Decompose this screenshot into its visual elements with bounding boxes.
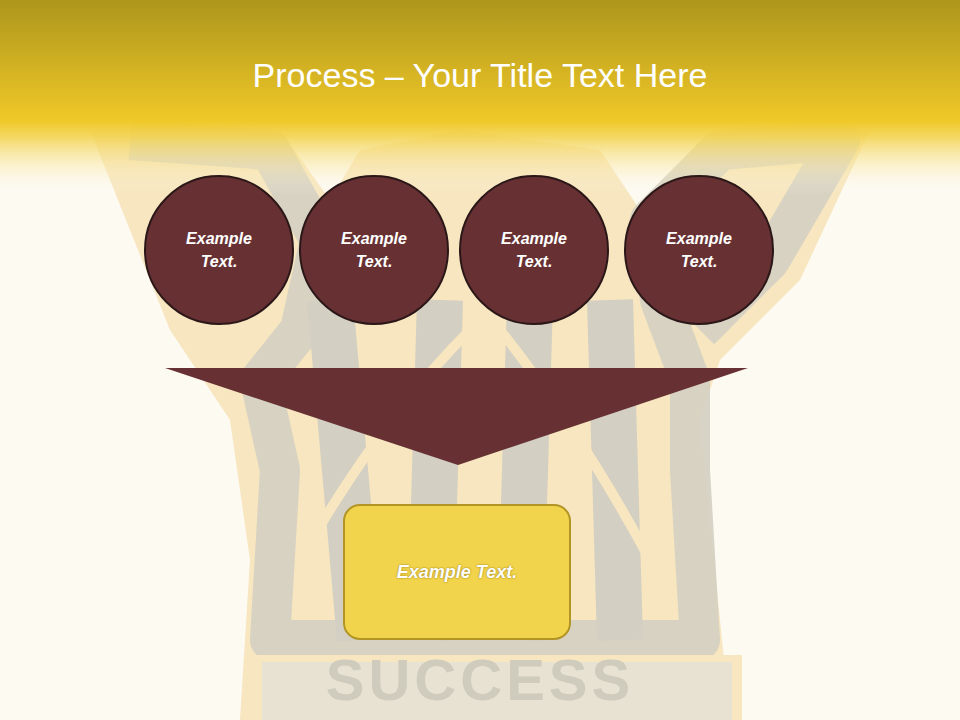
slide-title: Process – Your Title Text Here [0,50,960,100]
text-stack: Example Text. [383,560,531,584]
process-circle: Example Text. [624,175,774,325]
node-text: Example Text. [383,560,531,584]
process-circle: Example Text. [299,175,449,325]
text-stack: Example Text. [177,227,261,273]
text-stack: Example Text. [492,227,576,273]
shape-outline [459,175,609,325]
shape-outline [299,175,449,325]
shape-outline [144,175,294,325]
watermark-text: SUCCESS [0,650,960,710]
node-text: Example Text. [657,227,741,273]
process-circle: Example Text. [459,175,609,325]
process-circle: Example Text. [144,175,294,325]
node-text: Example Text. [177,227,261,273]
text-stack: Example Text. [332,227,416,273]
shape-outline [624,175,774,325]
node-text: Example Text. [492,227,576,273]
text-stack: Example Text. [657,227,741,273]
node-text: Example Text. [332,227,416,273]
merge-arrow [165,368,748,465]
result-box: Example Text. [343,504,571,640]
